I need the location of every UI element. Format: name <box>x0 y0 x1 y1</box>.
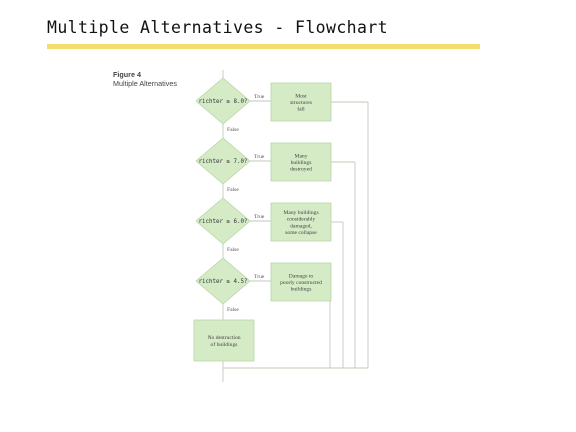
outcome-text: destroyed <box>290 167 312 173</box>
false-label: False <box>227 127 239 133</box>
outcome-text: Many <box>294 153 307 159</box>
figure-label: Figure 4 Multiple Alternatives <box>113 70 177 88</box>
outcome-text: some collapse <box>285 230 317 236</box>
outcome-text: Damage to <box>289 273 314 279</box>
outcome-box <box>270 202 332 242</box>
outcome-text: fall <box>297 106 305 113</box>
default-outcome-text: of buildings <box>211 341 238 348</box>
decision-diamond <box>195 257 251 305</box>
outcome-text: structures <box>290 100 312 106</box>
false-label: False <box>227 247 239 253</box>
true-label: True <box>254 274 265 280</box>
outcome-text: damaged, <box>290 223 312 229</box>
decision-diamond <box>195 197 251 245</box>
false-label: False <box>227 307 239 313</box>
flowchart-nodes: richter ≥ 8.0?TrueFalseMoststructuresfal… <box>193 77 332 362</box>
true-label: True <box>254 94 265 100</box>
outcome-text: Most <box>295 93 307 99</box>
outcome-text: considerably <box>287 217 316 223</box>
slide-title: Multiple Alternatives - Flowchart <box>47 18 389 37</box>
outcome-text: Many buildings <box>283 210 318 216</box>
true-label: True <box>254 214 265 220</box>
decision-diamond <box>195 77 251 125</box>
figure-caption: Multiple Alternatives <box>113 79 177 88</box>
true-label: True <box>254 154 265 160</box>
outcome-box <box>270 82 332 122</box>
default-outcome-box <box>193 319 255 362</box>
default-outcome-text: No destruction <box>207 335 240 341</box>
decision-condition: richter ≥ 8.0? <box>199 99 248 105</box>
figure-number: Figure 4 <box>113 70 141 79</box>
decision-condition: richter ≥ 6.0? <box>199 219 248 225</box>
decision-condition: richter ≥ 4.5? <box>199 279 248 285</box>
flowchart-connectors <box>222 70 369 382</box>
title-underline <box>47 44 480 49</box>
outcome-text: buildings <box>291 160 312 166</box>
decision-condition: richter ≥ 7.0? <box>199 159 248 165</box>
outcome-text: poorly constructed <box>280 280 322 286</box>
outcome-box <box>270 142 332 182</box>
false-label: False <box>227 187 239 193</box>
decision-diamond <box>195 137 251 185</box>
outcome-text: buildings <box>291 287 312 293</box>
outcome-box <box>270 262 332 302</box>
